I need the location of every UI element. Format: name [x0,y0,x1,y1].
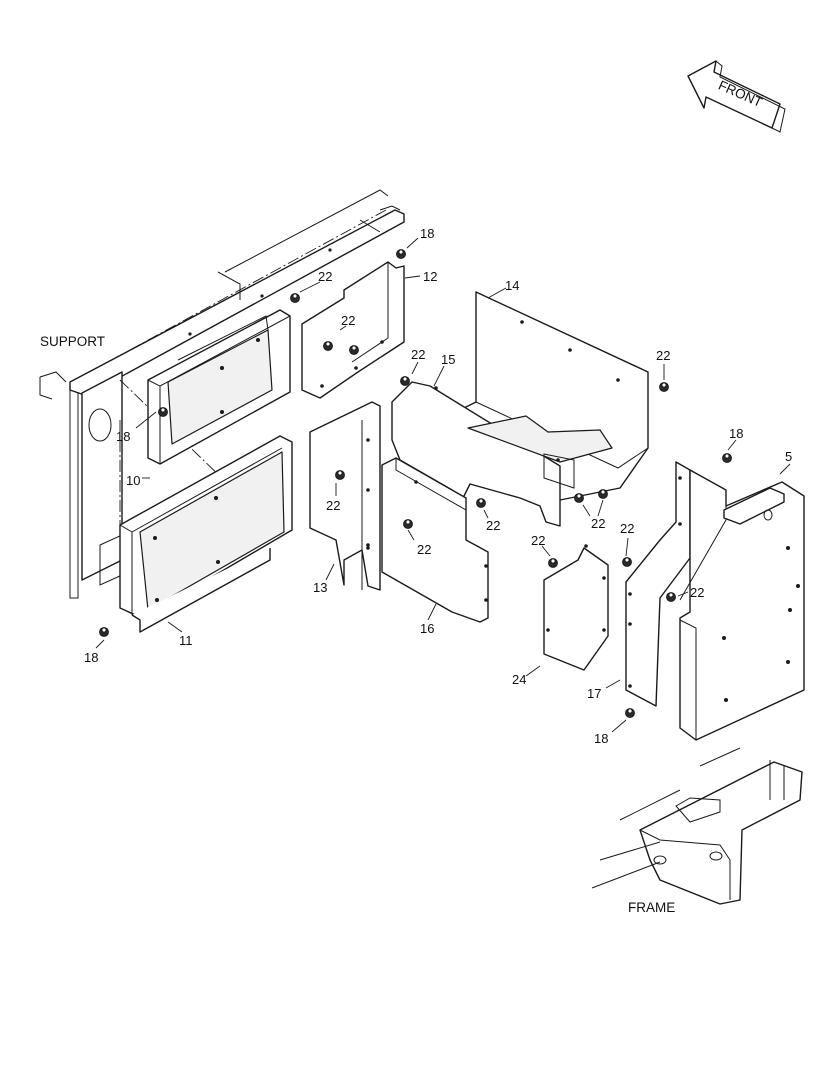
callout-22-i: 22 [531,533,545,548]
bolt-22-h [574,493,584,503]
callout-14: 14 [505,278,519,293]
callout-24: 24 [512,672,526,687]
part-11-lower-box [119,435,293,633]
callout-17: 17 [587,686,601,701]
part-24-small-panel [543,544,609,671]
callout-12: 12 [423,269,437,284]
bolt-22-m [666,592,676,602]
bolt-22-j [403,519,413,529]
callout-18-c: 18 [729,426,743,441]
bolt-22-a [290,293,300,303]
bolt-22-c [349,345,359,355]
callout-10: 10 [126,473,140,488]
bolt-22-d [400,376,410,386]
frame-structure [591,747,803,905]
callout-22-d: 22 [656,348,670,363]
bolt-fasteners [99,249,732,718]
callout-18-a: 18 [420,226,434,241]
bolt-22-b [323,341,333,351]
part-12-bracket [301,261,405,399]
callout-22-b: 22 [341,313,355,328]
bolt-18-d [99,627,109,637]
callout-22-h: 22 [620,521,634,536]
bolt-18-b [158,407,168,417]
frame-label: FRAME [628,900,675,915]
callout-16: 16 [420,621,434,636]
callout-22-f: 22 [486,518,500,533]
callout-5: 5 [785,449,792,464]
bolt-22-e [659,382,669,392]
callout-18-d: 18 [84,650,98,665]
leader-lines [95,237,791,733]
bolt-18-e [625,708,635,718]
part-16-side-panel [366,457,489,623]
bolt-18-a [396,249,406,259]
bolt-18-c [722,453,732,463]
callout-22-a: 22 [318,269,332,284]
callout-13: 13 [313,580,327,595]
bolt-22-f [335,470,345,480]
callout-22-g: 22 [591,516,605,531]
callout-22-k: 22 [690,585,704,600]
bolt-22-k [548,558,558,568]
callout-18-b: 18 [116,429,130,444]
support-structure [39,189,405,600]
callout-22-c: 22 [411,347,425,362]
callout-22-e: 22 [326,498,340,513]
part-5-right-panel [679,469,805,741]
bolt-22-l [622,557,632,567]
callout-labels: SUPPORT FRAME 18 12 22 22 14 22 15 22 18… [40,226,792,915]
callout-11: 11 [179,633,193,648]
support-label: SUPPORT [40,334,105,349]
callout-18-e: 18 [594,731,608,746]
part-13-vertical-bracket [309,401,381,591]
bolt-22-g [476,498,486,508]
bolt-22-i [598,489,608,499]
front-arrow: FRONT [687,60,786,133]
callout-15: 15 [441,352,455,367]
part-10-upper-box [147,309,291,465]
callout-22-j: 22 [417,542,431,557]
